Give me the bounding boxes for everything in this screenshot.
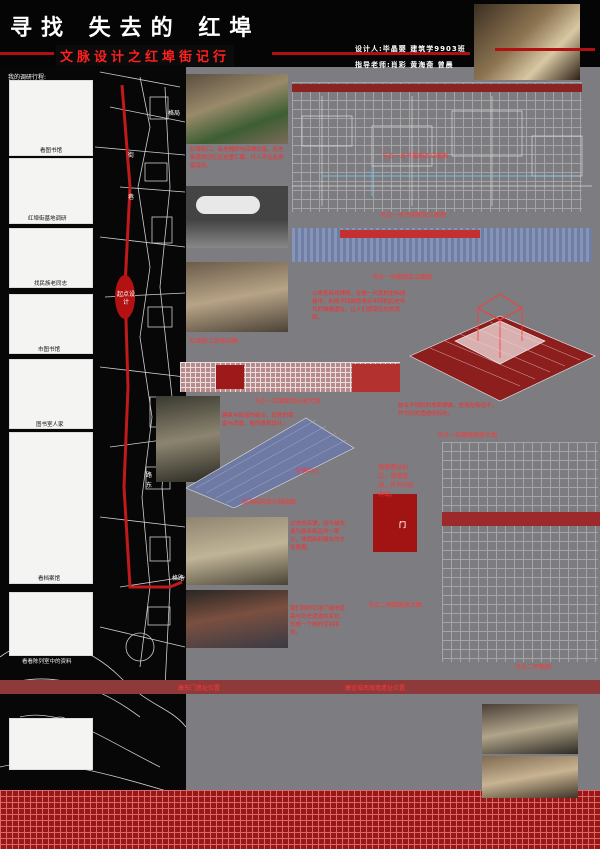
section-title-elevation-detail: 节点一立面图单元放大图 bbox=[254, 398, 321, 405]
sketch-library bbox=[9, 80, 93, 156]
section-title-tree-pool: 树池结构单元轴测图 bbox=[242, 499, 297, 506]
tree-text: 建筑与街道的结合，旧房的保留与改造，新的景观设计。 bbox=[222, 413, 294, 427]
node2-site-plan bbox=[442, 442, 598, 662]
node2-street-band bbox=[442, 512, 600, 526]
photo-note-2: 过去的店铺，如今被改造为商业街区的一部分，体现新旧融合的文化氛围。 bbox=[290, 521, 346, 551]
tree-pool-diagram bbox=[186, 417, 355, 508]
node1-plan-note: 节点一总平面图及立面图 bbox=[382, 153, 449, 160]
city-wall-label: 康宣城南城墙遗址位置 bbox=[345, 685, 406, 692]
axonometric-diagram bbox=[409, 293, 596, 402]
photo-shopfront bbox=[186, 590, 288, 648]
sketch-exhibit bbox=[9, 592, 93, 656]
start-marker-label: 起点设计 bbox=[116, 291, 135, 306]
node2-text: 结合不规则的地面铺装，坐落在街道中，作为历史遗迹的标志。 bbox=[398, 403, 498, 417]
wall-label: 城墙遗址标志，城墙遗迹，作为历史再现。 bbox=[378, 464, 415, 498]
site-plan-grid bbox=[292, 82, 582, 212]
poster-subtitle: 文脉设计之红埠街记行 bbox=[56, 45, 235, 66]
photo-note-3: 我们同时引用了城市道路与历史遗迹的变化，形成一个新的空间序列。 bbox=[290, 606, 346, 636]
top-right-photo bbox=[474, 4, 580, 80]
street-label-4: 路 bbox=[146, 472, 153, 479]
tree-small-label: 坐落中心 bbox=[295, 468, 320, 475]
sketch-caption-4: 市图书馆 bbox=[38, 347, 61, 353]
elevation-unit-map bbox=[352, 364, 400, 392]
sketch-caption-5: 图书室人家 bbox=[36, 422, 64, 428]
west-gate-label: 康东门遗址位置 bbox=[178, 685, 221, 692]
section-title-node1: 节点一平面图及立面图 bbox=[372, 274, 433, 281]
section-title-axonometric: 节点一坑面轴测放大图 bbox=[437, 432, 498, 439]
city-wall-texture bbox=[0, 790, 600, 849]
itinerary-heading: 我的调研行程: bbox=[8, 74, 47, 81]
sketch-reading-room bbox=[9, 359, 93, 429]
sketch-caption-3: 找民族老同志 bbox=[34, 281, 68, 287]
photo-alley bbox=[156, 396, 220, 482]
photo-building-2 bbox=[186, 517, 288, 585]
sketch-landscape bbox=[9, 718, 93, 770]
designer-credit: 设计人:毕晶婴 建筑学9903班 bbox=[355, 45, 466, 53]
node2-plan-block bbox=[373, 494, 417, 552]
sketch-archive bbox=[9, 432, 93, 584]
section-title-node2: 节点二平面图 bbox=[515, 664, 552, 671]
sketch-caption-7: 看看陈列室中的资料 bbox=[22, 659, 72, 665]
street-label-5: 东 bbox=[146, 482, 153, 489]
title-rule-right bbox=[272, 52, 470, 55]
sketch-elder bbox=[9, 228, 93, 288]
sketch-city-library bbox=[9, 294, 93, 354]
street-label-3: 巷 bbox=[128, 194, 135, 201]
elevation-unit-red-block bbox=[216, 365, 244, 389]
sketch-caption-1: 看图书馆 bbox=[40, 148, 63, 154]
plan-street-band bbox=[292, 84, 582, 92]
memorial-note: 红埠街上的老招牌 bbox=[190, 338, 239, 345]
street-label-2: 街 bbox=[128, 152, 135, 159]
timeline-band bbox=[0, 680, 600, 694]
memorial-cylinder bbox=[196, 196, 260, 214]
sketch-caption-2: 红埠街墓地调研 bbox=[28, 216, 67, 222]
title-rule-left bbox=[0, 52, 54, 55]
advisor-credit: 指导老师:肖彩 黄海斋 曾晨 bbox=[355, 61, 454, 69]
street-label-6: 格路 bbox=[172, 575, 185, 582]
street-label-1: 格局 bbox=[168, 110, 181, 117]
photo-bottom-right-2 bbox=[482, 756, 578, 798]
photo-bottom-right-1 bbox=[482, 704, 578, 754]
sketch-caption-6: 看档案馆 bbox=[38, 576, 61, 582]
elevation-red-band bbox=[340, 230, 480, 238]
node2-door-label: 门 bbox=[399, 521, 406, 529]
photo-note-1: 红埠街口，有老槐树与店铺交错，历史街道的记忆在这里汇聚，行人可在此停留驻足。 bbox=[190, 147, 284, 169]
poster-title: 寻找 失去的 红埠 bbox=[10, 15, 261, 41]
photo-building bbox=[186, 262, 288, 332]
detail-text: 以青色砖块铺地，在统一尺度的坐标网格中，利用不同颜色表示不同的历史年代的城墙遗址… bbox=[312, 291, 406, 321]
site-plan-linework bbox=[292, 96, 592, 206]
section-title-plan-elevation: 节点一总平面图及立面图 bbox=[380, 212, 447, 219]
title-rule-far-right bbox=[495, 48, 595, 51]
photo-street-scene bbox=[186, 74, 288, 144]
section-title-node2-detail: 节点二地面图放大图 bbox=[368, 602, 423, 609]
sketch-street bbox=[9, 158, 93, 224]
